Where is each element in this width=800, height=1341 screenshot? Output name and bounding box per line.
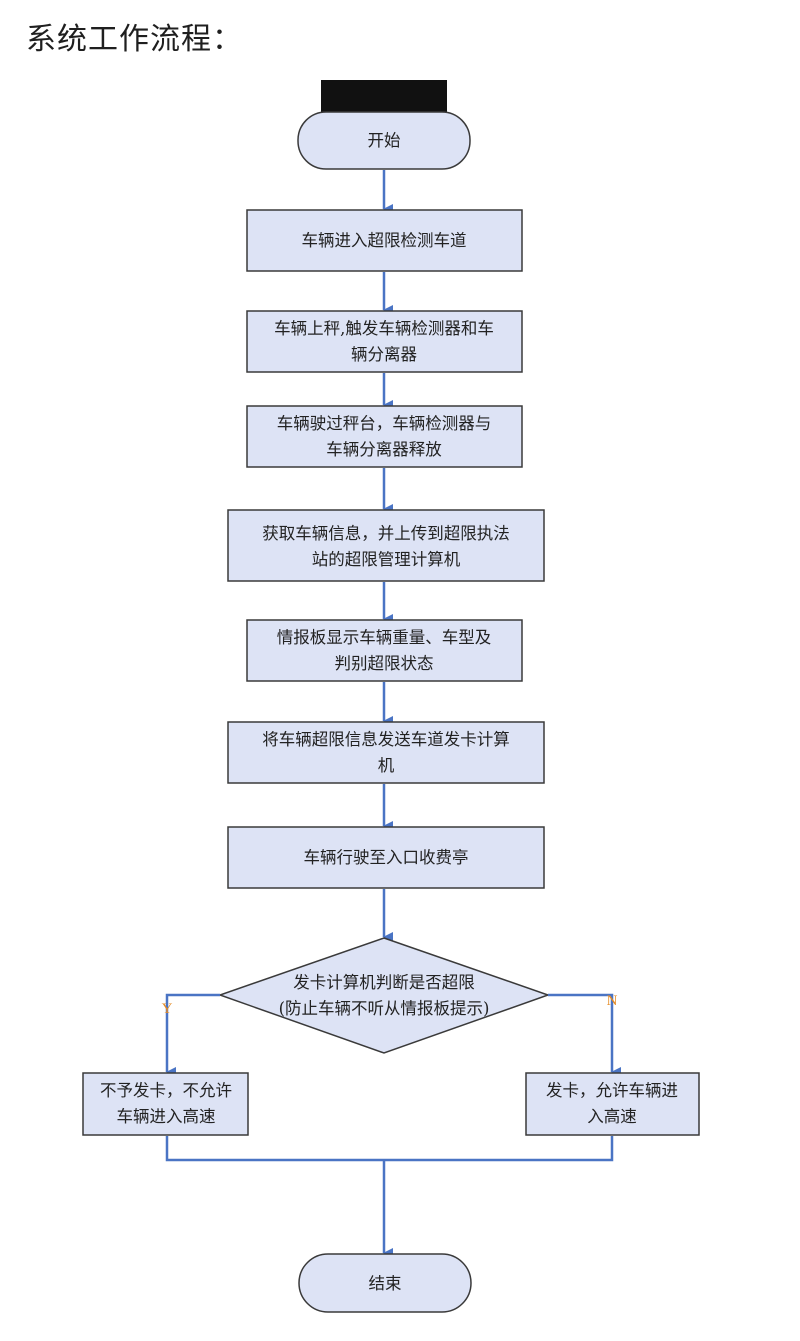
process-step-4 xyxy=(227,509,545,582)
process-step-7 xyxy=(227,826,545,889)
process-step-5 xyxy=(246,619,523,682)
process-step-1 xyxy=(246,209,523,272)
step-6-line2: 机 xyxy=(378,756,395,775)
process-step-2 xyxy=(246,310,523,373)
no-branch-line2: 入高速 xyxy=(587,1107,637,1126)
yes-label: Y xyxy=(162,1001,173,1017)
yes-arrow xyxy=(165,993,220,1077)
decision-line2: (防止车辆不听从情报板提示) xyxy=(279,999,490,1018)
start-tab xyxy=(321,80,447,113)
yes-branch-box xyxy=(82,1072,249,1136)
step-5-line2: 判别超限状态 xyxy=(335,654,434,673)
yes-branch-line2: 车辆进入高速 xyxy=(117,1107,216,1126)
no-arrow xyxy=(548,993,621,1077)
decision-line1: 发卡计算机判断是否超限 xyxy=(293,973,475,992)
no-branch-line1: 发卡，允许车辆进 xyxy=(546,1081,678,1100)
step-2-line1: 车辆上秤,触发车辆检测器和车 xyxy=(274,319,494,338)
step-7-label: 车辆行驶至入口收费亭 xyxy=(304,848,469,867)
step-3-line1: 车辆驶过秤台，车辆检测器与 xyxy=(277,414,492,433)
no-branch-box xyxy=(525,1072,700,1136)
decision-diamond xyxy=(217,937,551,1054)
merge-line xyxy=(165,1136,614,1162)
step-6-line1: 将车辆超限信息发送车道发卡计算 xyxy=(262,730,510,749)
step-4-line2: 站的超限管理计算机 xyxy=(312,550,461,569)
process-step-6 xyxy=(227,721,545,784)
end-label: 结束 xyxy=(369,1274,402,1293)
step-4-line1: 获取车辆信息，并上传到超限执法 xyxy=(262,524,510,543)
start-label: 开始 xyxy=(368,131,401,150)
step-2-line2: 辆分离器 xyxy=(351,345,418,364)
process-step-3 xyxy=(246,405,523,468)
step-1-label: 车辆进入超限检测车道 xyxy=(302,231,467,250)
yes-branch-line1: 不予发卡，不允许 xyxy=(100,1081,232,1100)
page-title: 系统工作流程： xyxy=(26,22,243,57)
no-label: N xyxy=(607,993,618,1009)
start-terminator xyxy=(297,111,471,170)
end-terminator xyxy=(298,1253,472,1313)
step-5-line1: 情报板显示车辆重量、车型及 xyxy=(277,628,492,647)
step-3-line2: 车辆分离器释放 xyxy=(326,440,442,459)
